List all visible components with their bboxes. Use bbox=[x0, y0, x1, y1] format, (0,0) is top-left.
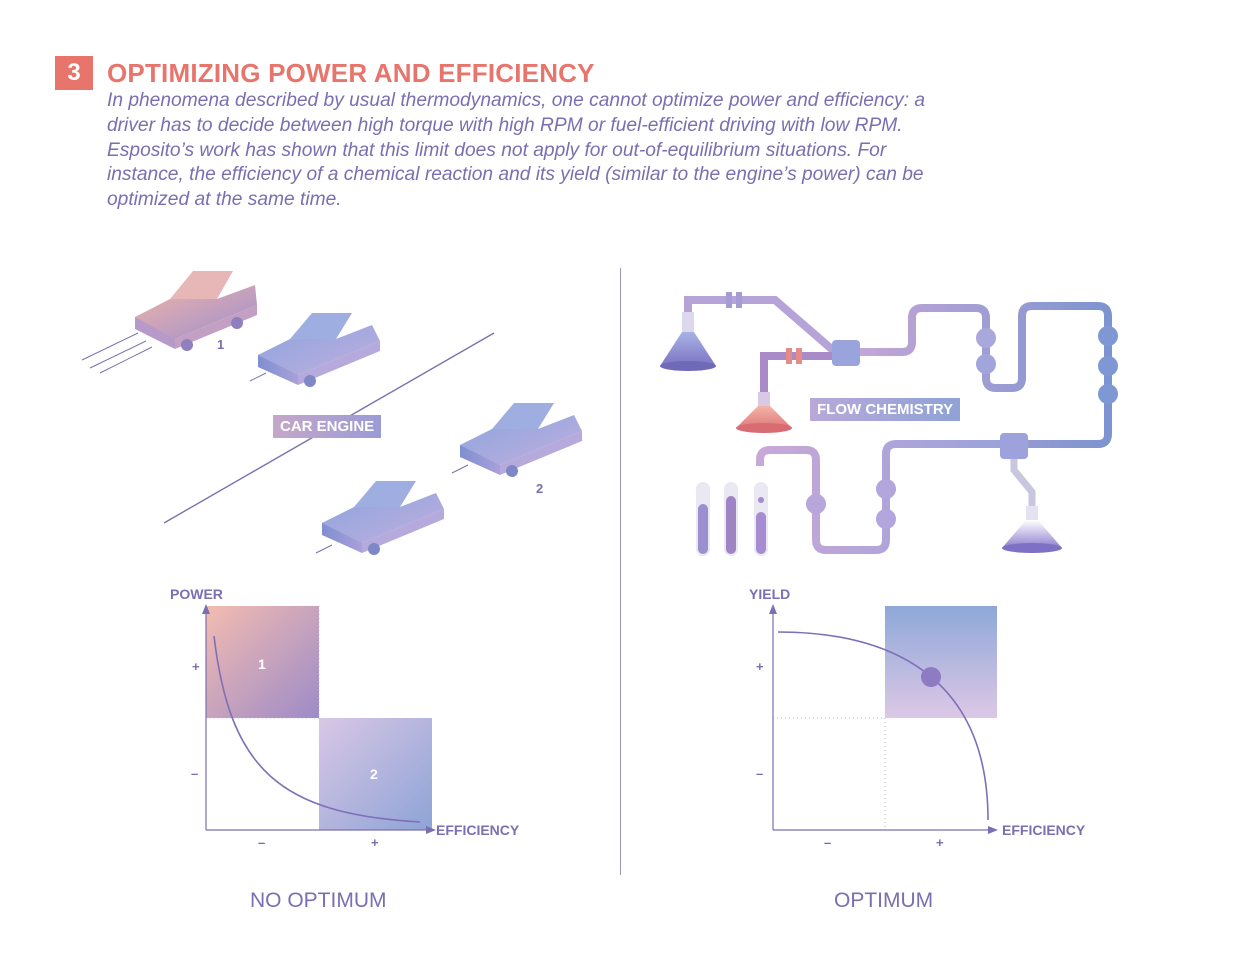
flask-blue-icon bbox=[660, 312, 716, 371]
region-2 bbox=[319, 718, 432, 830]
car-2-icon bbox=[451, 403, 582, 477]
y-axis-label: POWER bbox=[170, 586, 223, 602]
x-axis-arrow-icon bbox=[426, 826, 436, 834]
x-minus-label: – bbox=[258, 835, 265, 850]
x-axis-label: EFFICIENCY bbox=[436, 822, 520, 838]
flask-product-icon bbox=[1002, 506, 1062, 553]
car-upper-icon bbox=[249, 313, 380, 387]
x-plus-label: + bbox=[936, 835, 944, 850]
no-optimum-caption: NO OPTIMUM bbox=[250, 889, 387, 912]
x-minus-label: – bbox=[824, 835, 831, 850]
y-minus-label: – bbox=[756, 766, 763, 781]
y-axis-arrow-icon bbox=[769, 604, 777, 614]
page-title: OPTIMIZING POWER AND EFFICIENCY bbox=[107, 58, 595, 88]
flow-chemistry-tag: FLOW CHEMISTRY bbox=[810, 398, 961, 421]
section-number-badge: 3 bbox=[55, 56, 93, 90]
column-divider bbox=[620, 268, 621, 875]
car-1-icon bbox=[135, 271, 257, 351]
car-lower-icon bbox=[315, 481, 444, 555]
x-axis-arrow-icon bbox=[988, 826, 998, 834]
y-axis-arrow-icon bbox=[202, 604, 210, 614]
car-1-label: 1 bbox=[217, 337, 224, 352]
tradeoff-curve bbox=[213, 635, 421, 823]
y-axis-label: YIELD bbox=[749, 586, 790, 602]
region-1 bbox=[206, 606, 319, 718]
y-plus-label: + bbox=[192, 659, 200, 674]
region-1-label: 1 bbox=[258, 656, 266, 672]
flask-pink-icon bbox=[736, 392, 792, 433]
intro-paragraph: In phenomena described by usual thermody… bbox=[107, 90, 926, 211]
optimum-region bbox=[885, 606, 997, 718]
speed-lines-icon bbox=[81, 332, 153, 374]
optimum-point bbox=[921, 667, 941, 687]
x-plus-label: + bbox=[371, 835, 379, 850]
car-engine-tag: CAR ENGINE bbox=[273, 415, 382, 438]
car-2-label: 2 bbox=[536, 481, 543, 496]
no-optimum-chart: POWER EFFICIENCY + – – + 1 2 bbox=[170, 586, 520, 850]
flow-chemistry-illustration bbox=[660, 292, 1118, 556]
optimum-caption: OPTIMUM bbox=[834, 889, 934, 912]
optimum-chart: YIELD EFFICIENCY + – – + bbox=[749, 586, 1086, 850]
car-illustration: 1 2 bbox=[81, 271, 582, 555]
test-tubes-icon bbox=[696, 482, 768, 556]
y-plus-label: + bbox=[756, 659, 764, 674]
y-minus-label: – bbox=[191, 766, 198, 781]
x-axis-label: EFFICIENCY bbox=[1002, 822, 1086, 838]
region-2-label: 2 bbox=[370, 766, 378, 782]
